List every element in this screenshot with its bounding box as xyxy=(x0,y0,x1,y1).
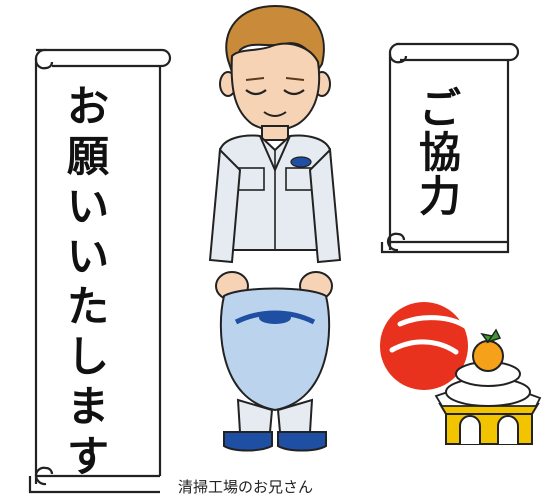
scroll-right-text: ご 協 力 xyxy=(410,88,470,220)
scroll-left-char: 願 xyxy=(66,132,109,181)
hanging-scroll-right xyxy=(380,42,520,254)
scroll-right-char: 協 xyxy=(418,128,461,177)
illustration-caption: 清掃工場のお兄さん xyxy=(178,478,314,496)
hanging-scroll-left xyxy=(28,48,172,494)
red-sun-icon xyxy=(380,302,468,390)
scroll-left-char: し xyxy=(66,332,109,381)
bowing-worker-illustration xyxy=(208,4,342,452)
scroll-right-char: ご xyxy=(418,84,461,133)
mikan-icon xyxy=(472,340,504,372)
scroll-right-char: 力 xyxy=(418,172,461,221)
scroll-left-char: す xyxy=(66,432,109,481)
scroll-left-char: お xyxy=(66,82,109,131)
scroll-left-char: い xyxy=(66,182,109,231)
scroll-left-text: お 願 い い た し ま す xyxy=(58,86,118,486)
scroll-left-char: ま xyxy=(66,382,109,431)
scroll-left-char: た xyxy=(66,282,109,331)
kagami-mochi-sun-illustration xyxy=(380,302,542,445)
scroll-left-char: い xyxy=(66,232,109,281)
